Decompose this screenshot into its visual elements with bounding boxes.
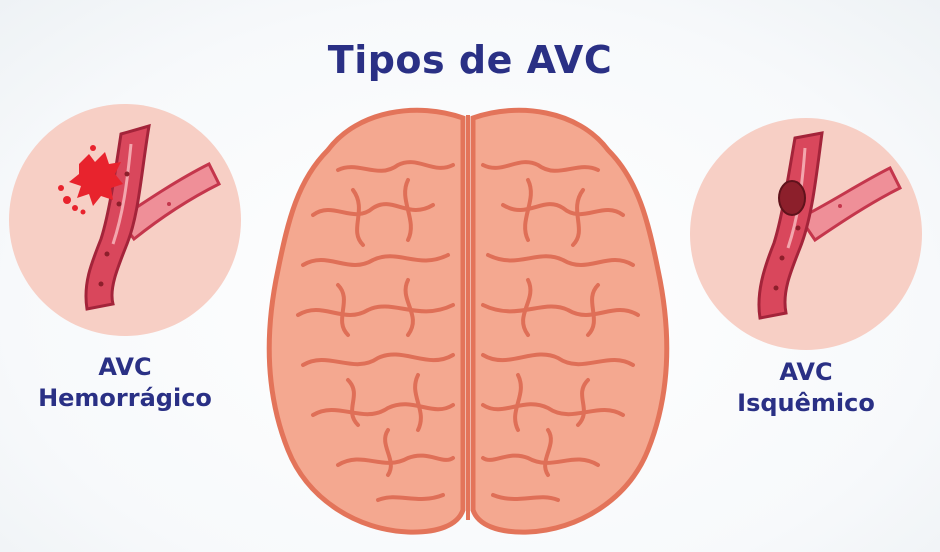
ischemic-label-line2: Isquêmico [690,388,922,419]
hemorrhagic-label-line1: AVC [2,352,248,383]
blocked-vessel-icon [690,118,922,350]
brain-icon [258,100,678,540]
diagram-title: Tipos de AVC [0,38,940,82]
ischemic-label-line1: AVC [690,357,922,388]
ischemic-illustration [690,118,922,350]
hemorrhagic-label-line2: Hemorrágico [2,383,248,414]
ruptured-vessel-icon [9,104,241,336]
clot-icon [779,181,805,215]
hemorrhagic-label: AVC Hemorrágico [2,352,248,414]
hemorrhagic-illustration [9,104,241,336]
ischemic-label: AVC Isquêmico [690,357,922,419]
